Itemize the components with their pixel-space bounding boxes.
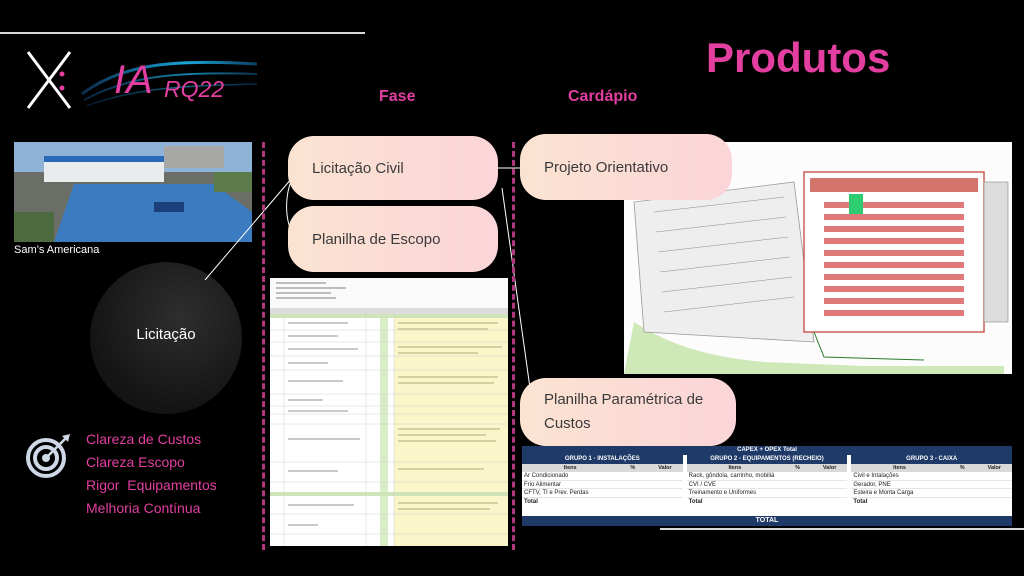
capex-table-title: CAPEX + OPEX Total [522, 446, 1012, 455]
capex-row: Treinamento e Uniformes [686, 489, 848, 498]
capex-group-3: GRUPO 3 - CAIXA Itens % Valor Civil e In… [851, 455, 1012, 506]
col-itens: Itens [563, 465, 577, 471]
capex-row: Rack, gôndola, carrinho, mobiliá [686, 472, 848, 481]
col-itens: Itens [728, 465, 742, 471]
column-header-cardapio: Cardápio [568, 88, 638, 105]
capex-group-total: Total [853, 498, 868, 505]
fase-pill-licitacao-civil[interactable]: Licitação Civil [288, 136, 498, 200]
logo: IA RQ22 [22, 44, 258, 122]
list-item: Clareza Escopo [86, 454, 185, 470]
capex-group-1: GRUPO 1 - INSTALAÇÕES Itens % Valor Ar C… [522, 455, 683, 506]
capex-group-2: GRUPO 2 - EQUIPAMENTOS (RECHEIO) Itens %… [686, 455, 848, 506]
cardapio-pill-projeto-orientativo[interactable]: Projeto Orientativo [520, 134, 732, 200]
col-pct: % [959, 465, 965, 471]
capex-row: Frio Alimentar [522, 481, 683, 489]
capex-group-title: GRUPO 1 - INSTALAÇÕES [522, 455, 683, 464]
capex-row: CFTV, TI e Prev. Perdas [522, 489, 683, 498]
fase-pill-label: Licitação Civil [312, 159, 404, 177]
capex-row: Gerador, PNE [851, 481, 1012, 489]
col-itens: Itens [893, 465, 906, 471]
capex-group-total: Total [524, 498, 538, 505]
capex-table: CAPEX + OPEX Total GRUPO 1 - INSTALAÇÕES… [522, 446, 1012, 526]
column-header-fase: Fase [379, 88, 416, 105]
separator-left [262, 142, 265, 550]
store-photo [14, 142, 252, 242]
logo-wave-graphic [26, 51, 258, 109]
photo-caption: Sam’s Americana [14, 244, 100, 256]
col-valor: Valor [822, 465, 837, 471]
benefits-list: Clareza de Custos Clareza Escopo Rigor E… [86, 428, 217, 520]
scope-spreadsheet-thumbnail [270, 278, 508, 546]
cardapio-pill-label: Projeto Orientativo [544, 158, 669, 176]
target-icon [24, 432, 72, 480]
bottom-divider-line [660, 528, 1024, 530]
capex-row: CVI / CVE [686, 481, 848, 489]
col-pct: % [795, 465, 800, 471]
capex-row: Ar Condicionado [522, 472, 683, 481]
fase-pill-label: Planilha de Escopo [312, 230, 441, 248]
separator-right [512, 142, 515, 550]
capex-subheader: Itens % Valor [686, 464, 848, 472]
cardapio-pill-label: Planilha Paramétrica de Custos [544, 391, 704, 432]
col-pct: % [630, 465, 636, 471]
list-item: Melhoria Contínua [86, 500, 201, 516]
capex-subheader: Itens % Valor [851, 464, 1012, 472]
page-title: Produtos [706, 34, 891, 81]
list-item: Rigor Equipamentos [86, 477, 217, 493]
cardapio-pill-planilha-parametrica[interactable]: Planilha Paramétrica de Custos [520, 378, 736, 446]
col-valor: Valor [987, 465, 1002, 471]
circle-label: Licitação [136, 326, 196, 343]
logo-ia-text: IA [114, 58, 154, 102]
logo-rq-text: RQ22 [164, 76, 225, 102]
licitacao-circle: Licitação [90, 262, 242, 414]
capex-group-title: GRUPO 2 - EQUIPAMENTOS (RECHEIO) [686, 455, 848, 464]
capex-row: Esteira e Monta Carga [851, 489, 1012, 498]
fase-pill-planilha-escopo[interactable]: Planilha de Escopo [288, 206, 498, 272]
col-valor: Valor [658, 465, 672, 471]
capex-grand-total: TOTAL [522, 516, 1012, 526]
capex-row: Civil e Intalações [851, 472, 1012, 481]
top-divider-line [0, 32, 365, 34]
capex-group-title: GRUPO 3 - CAIXA [851, 455, 1012, 464]
capex-subheader: Itens % Valor [522, 464, 683, 472]
list-item: Clareza de Custos [86, 431, 202, 447]
capex-group-total: Total [688, 498, 703, 505]
